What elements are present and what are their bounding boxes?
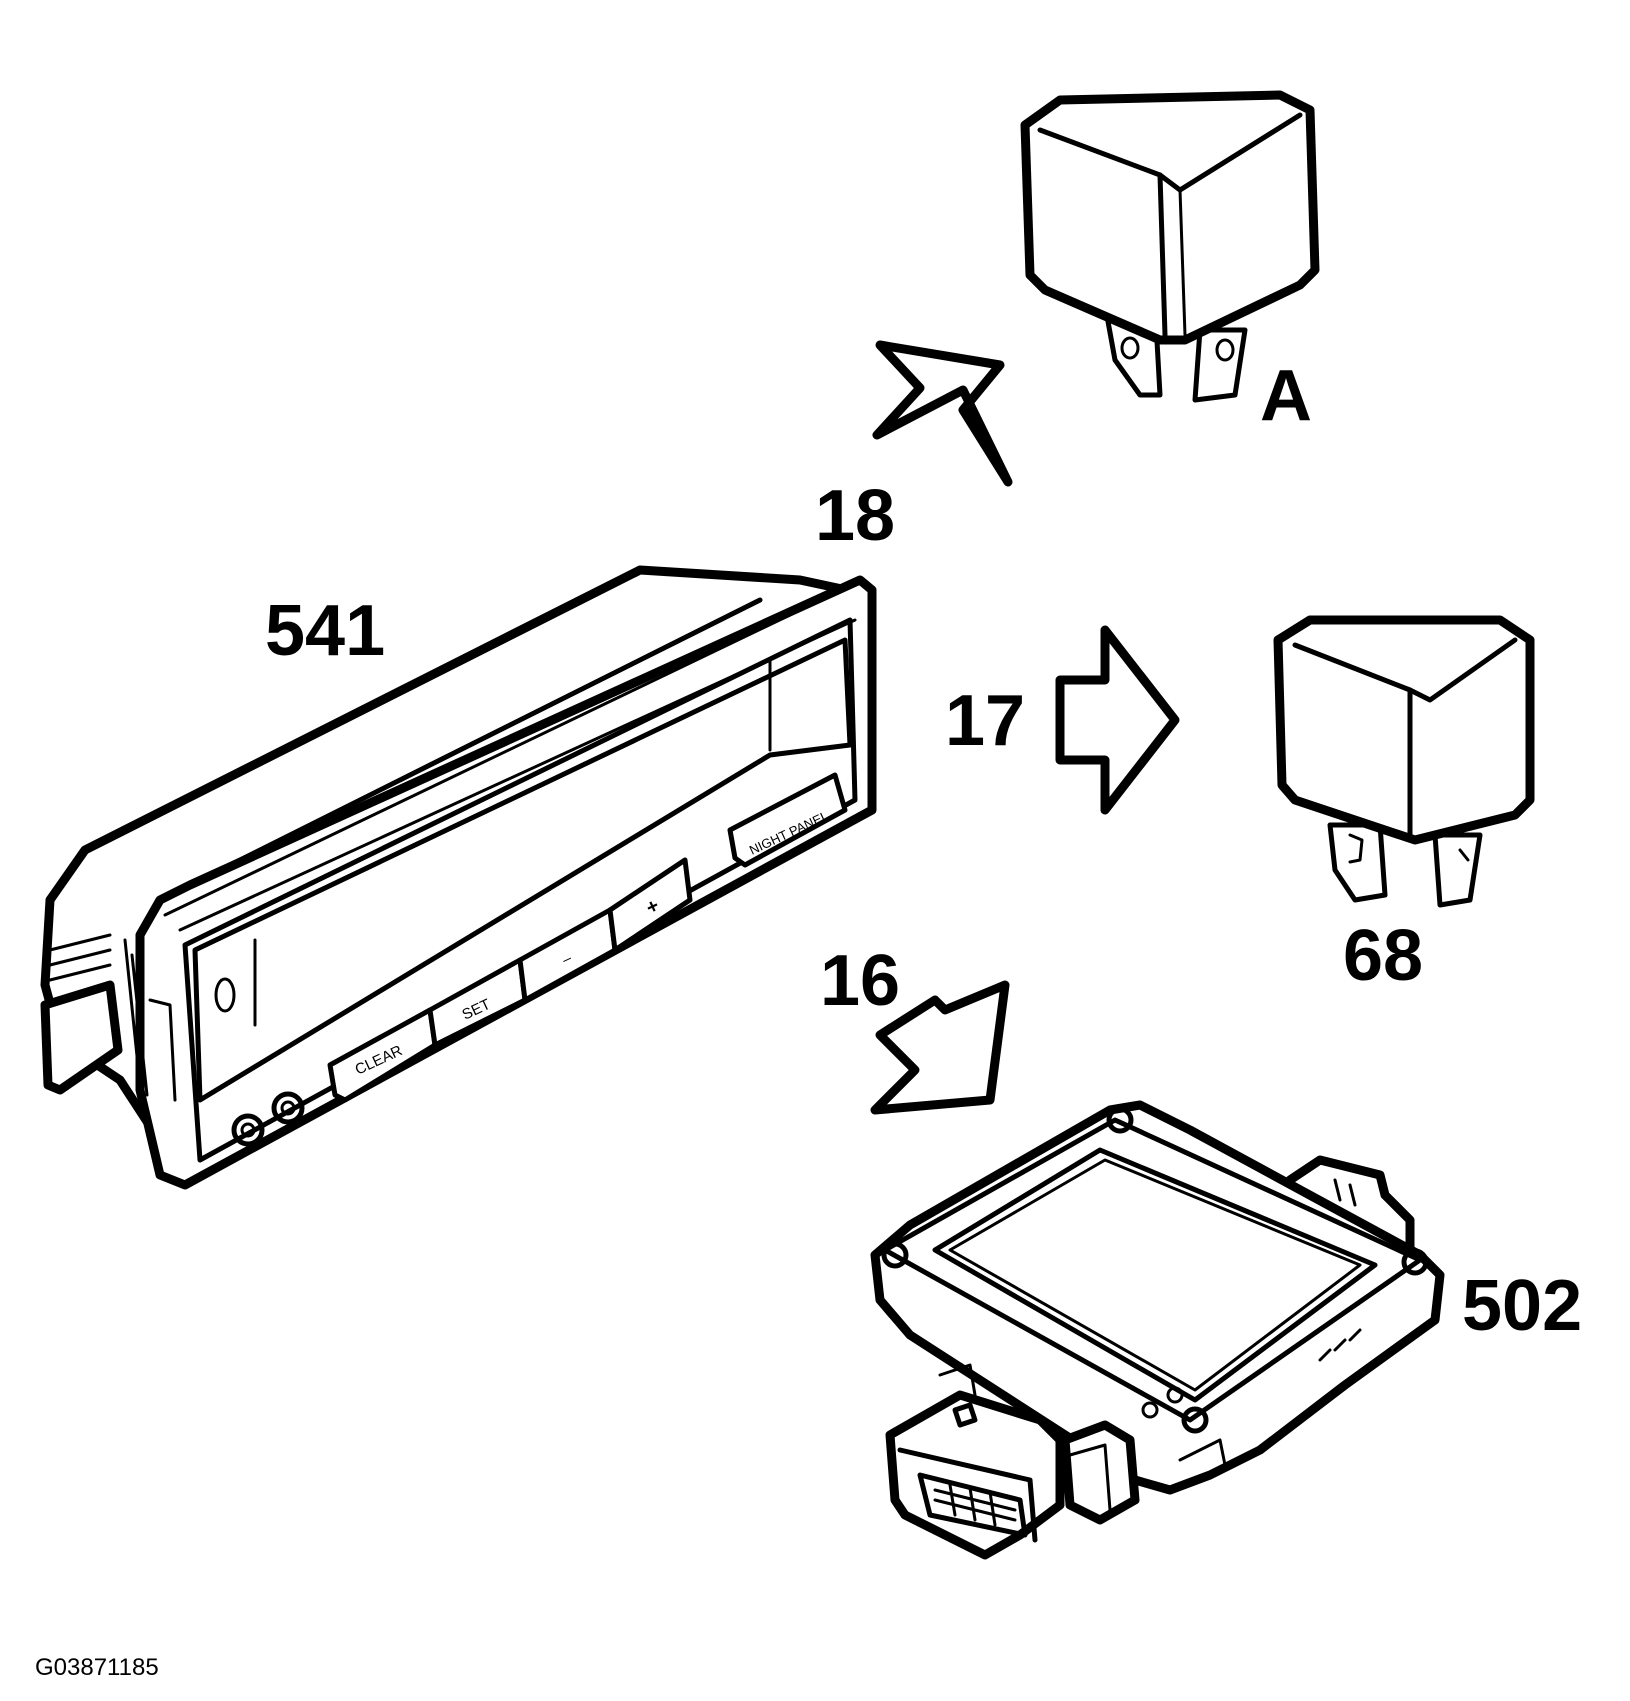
clear-button[interactable]: CLEAR bbox=[327, 1007, 438, 1103]
arrow-16 bbox=[870, 980, 1010, 1115]
label-68: 68 bbox=[1343, 916, 1423, 996]
arrow-17 bbox=[1055, 625, 1180, 815]
arrow-18 bbox=[872, 340, 1013, 487]
label-541: 541 bbox=[265, 591, 385, 671]
module-502 bbox=[870, 1100, 1445, 1560]
label-a: A bbox=[1260, 356, 1312, 436]
control-panel-541: CLEAR SET – + NIGHT PANEL bbox=[40, 565, 877, 1190]
relay-68 bbox=[1273, 615, 1535, 908]
label-16: 16 bbox=[820, 941, 900, 1021]
label-18: 18 bbox=[815, 476, 895, 556]
plus-button[interactable]: + bbox=[607, 857, 693, 953]
figure-ref: G03871185 bbox=[35, 1654, 159, 1681]
label-17: 17 bbox=[945, 681, 1025, 761]
label-502: 502 bbox=[1462, 1266, 1582, 1346]
relay-a bbox=[1020, 90, 1320, 403]
